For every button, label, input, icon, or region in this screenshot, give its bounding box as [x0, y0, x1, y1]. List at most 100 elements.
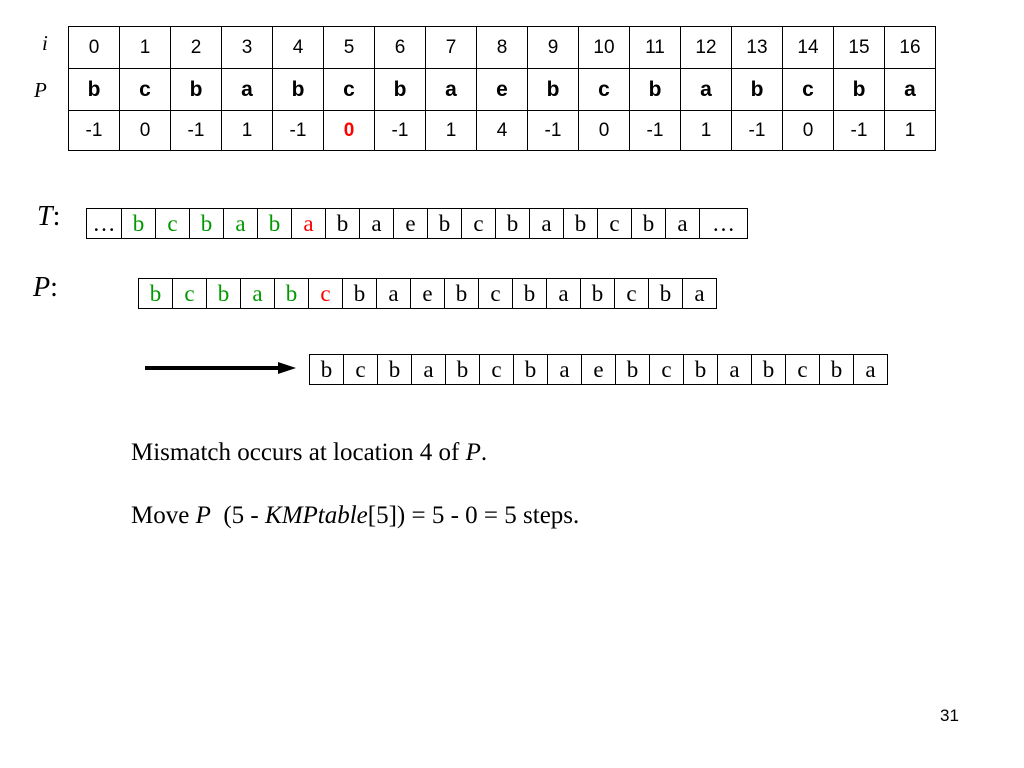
row-label-pattern: P — [34, 78, 47, 102]
text-char-cell: a — [666, 208, 700, 239]
pattern-char-cell: c — [173, 278, 207, 309]
text-strip-label: T: — [37, 201, 61, 232]
text-char-cell: a — [530, 208, 564, 239]
shift-arrow-icon — [145, 362, 296, 374]
shifted-char-cell: b — [446, 354, 480, 385]
kmp-value-cell: 1 — [425, 110, 477, 151]
kmp-value-cell: -1 — [527, 110, 579, 151]
shifted-char-cell: b — [820, 354, 854, 385]
mismatch-caption: Mismatch occurs at location 4 of P. — [131, 439, 488, 466]
pattern-cell: e — [476, 68, 528, 111]
kmp-value-cell: -1 — [833, 110, 885, 151]
text-char-cell: b — [564, 208, 598, 239]
pattern-char-cell: a — [547, 278, 581, 309]
shifted-char-cell: c — [650, 354, 684, 385]
text-char-cell: c — [462, 208, 496, 239]
pattern-char-cell: a — [683, 278, 717, 309]
kmp-value-cell: 1 — [884, 110, 936, 151]
text-char-cell: b — [632, 208, 666, 239]
pattern-char-cell: b — [343, 278, 377, 309]
shifted-char-cell: c — [344, 354, 378, 385]
pattern-cell: a — [221, 68, 273, 111]
index-cell: 5 — [323, 26, 375, 69]
pattern-char-cell: b — [275, 278, 309, 309]
shifted-char-cell: a — [412, 354, 446, 385]
shifted-char-cell: b — [378, 354, 412, 385]
text-char-cell: a — [292, 208, 326, 239]
pattern-char-cell: c — [615, 278, 649, 309]
shifted-char-cell: b — [616, 354, 650, 385]
pattern-char-cell: a — [377, 278, 411, 309]
pattern-cell: a — [680, 68, 732, 111]
shifted-char-cell: b — [514, 354, 548, 385]
text-char-cell: b — [122, 208, 156, 239]
kmp-value-cell: -1 — [629, 110, 681, 151]
index-cell: 0 — [68, 26, 120, 69]
pattern-strip-label: P: — [33, 272, 58, 303]
text-char-cell: a — [360, 208, 394, 239]
kmp-value-cell: 0 — [119, 110, 171, 151]
pattern-char-cell: c — [309, 278, 343, 309]
move-caption: Move P (5 - KMPtable[5]) = 5 - 0 = 5 ste… — [131, 502, 580, 529]
kmp-value-cell: 0 — [323, 110, 375, 151]
pattern-char-cell: b — [445, 278, 479, 309]
text-char-cell: e — [394, 208, 428, 239]
kmp-value-cell: 1 — [221, 110, 273, 151]
text-char-cell: b — [326, 208, 360, 239]
pattern-char-cell: b — [513, 278, 547, 309]
pattern-cell: b — [731, 68, 783, 111]
text-char-cell: … — [700, 208, 748, 239]
shifted-char-cell: b — [310, 354, 344, 385]
pattern-cell: c — [119, 68, 171, 111]
index-cell: 16 — [884, 26, 936, 69]
pattern-char-cell: b — [207, 278, 241, 309]
pattern-cell: b — [629, 68, 681, 111]
text-char-cell: c — [156, 208, 190, 239]
kmp-value-cell: -1 — [170, 110, 222, 151]
index-cell: 12 — [680, 26, 732, 69]
pattern-cell: b — [527, 68, 579, 111]
index-cell: 1 — [119, 26, 171, 69]
pattern-cell: a — [425, 68, 477, 111]
shifted-char-cell: a — [548, 354, 582, 385]
index-cell: 2 — [170, 26, 222, 69]
shifted-char-cell: c — [480, 354, 514, 385]
row-label-index: i — [42, 31, 48, 55]
index-cell: 14 — [782, 26, 834, 69]
kmp-value-cell: -1 — [68, 110, 120, 151]
kmp-value-cell: -1 — [272, 110, 324, 151]
shifted-char-cell: c — [786, 354, 820, 385]
text-char-cell: b — [428, 208, 462, 239]
text-char-cell: … — [87, 208, 122, 239]
pattern-cell: c — [782, 68, 834, 111]
pattern-cell: c — [578, 68, 630, 111]
text-char-cell: b — [190, 208, 224, 239]
shifted-char-cell: e — [582, 354, 616, 385]
kmp-value-cell: 0 — [578, 110, 630, 151]
shifted-char-cell: b — [752, 354, 786, 385]
index-cell: 6 — [374, 26, 426, 69]
index-cell: 10 — [578, 26, 630, 69]
index-cell: 11 — [629, 26, 681, 69]
shifted-char-cell: b — [684, 354, 718, 385]
text-char-cell: a — [224, 208, 258, 239]
kmp-value-cell: 1 — [680, 110, 732, 151]
kmp-value-cell: -1 — [374, 110, 426, 151]
index-cell: 13 — [731, 26, 783, 69]
pattern-cell: a — [884, 68, 936, 111]
index-cell: 15 — [833, 26, 885, 69]
text-char-cell: b — [258, 208, 292, 239]
page-number: 31 — [940, 706, 959, 725]
kmp-value-cell: -1 — [731, 110, 783, 151]
shifted-char-cell: a — [854, 354, 888, 385]
index-cell: 8 — [476, 26, 528, 69]
pattern-char-cell: b — [581, 278, 615, 309]
pattern-cell: c — [323, 68, 375, 111]
